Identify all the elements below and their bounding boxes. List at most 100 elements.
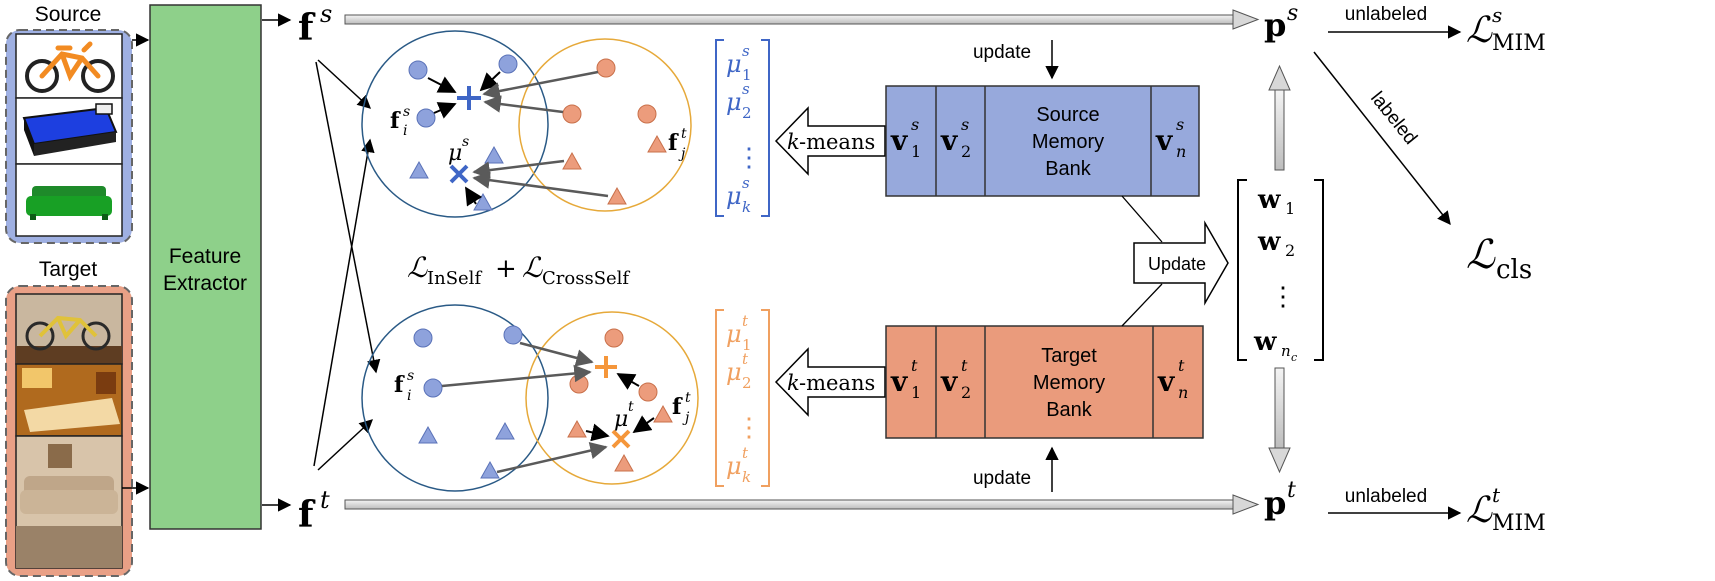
source-prototype-plus <box>457 86 481 110</box>
svg-text:2: 2 <box>742 104 752 122</box>
svg-text:s: s <box>407 368 414 384</box>
mu-t-label: μ t <box>614 399 634 432</box>
svg-text:μ: μ <box>726 182 742 210</box>
svg-text:k: k <box>787 130 800 154</box>
svg-text:i: i <box>403 123 407 139</box>
bed-icon <box>15 97 123 165</box>
svg-text:s: s <box>742 42 750 60</box>
mim-loss-target: ℒ t MIM <box>1466 483 1546 536</box>
ft-symbol: f t <box>298 486 330 536</box>
svg-text:⋮: ⋮ <box>736 143 762 173</box>
target-domain-circle <box>518 38 692 212</box>
svg-text:Source: Source <box>1036 104 1099 126</box>
svg-text:t: t <box>685 390 691 406</box>
svg-text:MIM: MIM <box>1492 511 1546 536</box>
svg-text:f: f <box>390 108 401 134</box>
svg-text:v: v <box>940 365 958 398</box>
svg-text:j: j <box>682 410 690 426</box>
svg-text:v: v <box>890 365 908 398</box>
kmeans-arrow-source: k -means <box>774 106 886 176</box>
svg-text:1: 1 <box>911 383 921 402</box>
svg-text:s: s <box>742 174 750 192</box>
fi-s-label: f s i <box>390 104 410 139</box>
svg-text:w: w <box>1257 185 1281 215</box>
svg-text:Bank: Bank <box>1045 158 1092 180</box>
svg-text:w: w <box>1257 227 1281 257</box>
source-label: Source <box>35 3 102 26</box>
target-cluster-diagram: f s i μ t f t j <box>361 304 699 492</box>
svg-text:k: k <box>742 468 751 486</box>
svg-text:v: v <box>1155 124 1173 157</box>
svg-text:μ: μ <box>726 50 742 78</box>
source-bank-to-update-line <box>1121 195 1163 243</box>
svg-text:t: t <box>911 356 918 375</box>
fs-to-ps-pipe <box>344 9 1260 30</box>
svg-text:ℒ: ℒ <box>1466 10 1493 51</box>
svg-text:f: f <box>298 7 316 49</box>
svg-text:Bank: Bank <box>1046 399 1093 421</box>
target-domain-circle-2 <box>525 311 699 485</box>
svg-text:t: t <box>742 350 749 368</box>
svg-text:1: 1 <box>742 336 752 354</box>
svg-text:-means: -means <box>799 130 875 154</box>
update-label-top: update <box>973 42 1031 63</box>
ps-symbol: p s <box>1264 1 1298 44</box>
svg-text:1: 1 <box>742 66 752 84</box>
source-memory-bank: v s 1 v s 2 Source Memory Bank v s n <box>885 85 1200 197</box>
svg-text:v: v <box>1157 365 1175 398</box>
target-bank-to-update-line <box>1121 283 1163 327</box>
svg-text:w: w <box>1253 327 1277 357</box>
svg-text:t: t <box>961 356 968 375</box>
svg-text:s: s <box>911 115 919 134</box>
svg-text:ℒ: ℒ <box>407 251 428 284</box>
mim-loss-source: ℒ s MIM <box>1466 3 1546 56</box>
source-centroid-cross <box>449 164 469 184</box>
svg-text:Target: Target <box>1041 345 1097 367</box>
svg-text:MIM: MIM <box>1492 31 1546 56</box>
fj-t-label-2: f t j <box>672 390 691 426</box>
svg-text:ℒ: ℒ <box>1466 232 1496 278</box>
svg-text:Memory: Memory <box>1033 372 1105 394</box>
target-prototype-plus <box>595 356 617 378</box>
feature-extractor-block <box>149 4 262 530</box>
unlabeled-label-top: unlabeled <box>1345 4 1427 25</box>
target-memory-bank: v t 1 v t 2 Target Memory Bank v t n <box>885 325 1204 439</box>
svg-text:2: 2 <box>1285 241 1295 260</box>
source-cluster-diagram: f s i μ s f t j <box>361 30 692 218</box>
svg-text:2: 2 <box>961 383 971 402</box>
living-room-photo <box>15 435 123 569</box>
unlabeled-label-bottom: unlabeled <box>1345 486 1427 507</box>
svg-text:2: 2 <box>742 374 752 392</box>
source-domain-circle <box>361 30 549 218</box>
labeled-label: labeled <box>1366 88 1421 149</box>
svg-text:s: s <box>1492 3 1502 27</box>
bike-photo <box>15 293 123 365</box>
svg-text:k: k <box>742 198 751 216</box>
svg-text:ℒ: ℒ <box>1466 490 1493 531</box>
inself-crossself-loss: ℒ InSelf + ℒ CrossSelf <box>407 251 630 289</box>
svg-text:f: f <box>394 372 405 398</box>
svg-text:μ: μ <box>726 320 742 348</box>
svg-text:t: t <box>1178 356 1185 375</box>
source-centroid-vector: μ s 1 μ s 2 ⋮ μ s k <box>715 39 770 217</box>
svg-text:t: t <box>742 444 749 462</box>
svg-text:⋮: ⋮ <box>736 413 762 443</box>
svg-text:f: f <box>672 394 683 420</box>
svg-text:μ: μ <box>726 452 742 480</box>
svg-text:s: s <box>403 104 410 120</box>
fs-to-source-cluster-arrow <box>317 59 371 109</box>
svg-text:s: s <box>961 115 969 134</box>
update-block-arrow: Update <box>1133 220 1229 306</box>
svg-text:Update: Update <box>1148 254 1206 274</box>
svg-text:1: 1 <box>1285 199 1295 218</box>
svg-text:μ: μ <box>726 358 742 386</box>
weights-to-ps-pipe <box>1268 64 1291 171</box>
feature-extractor-line1: Feature <box>169 245 241 268</box>
source-domain-circle-2 <box>361 304 549 492</box>
svg-text:t: t <box>742 312 749 330</box>
ft-to-target-cluster-arrow <box>317 419 373 471</box>
svg-text:μ: μ <box>448 141 462 166</box>
fs-to-target-cluster-arrow <box>315 61 381 374</box>
svg-text:p: p <box>1264 6 1286 44</box>
